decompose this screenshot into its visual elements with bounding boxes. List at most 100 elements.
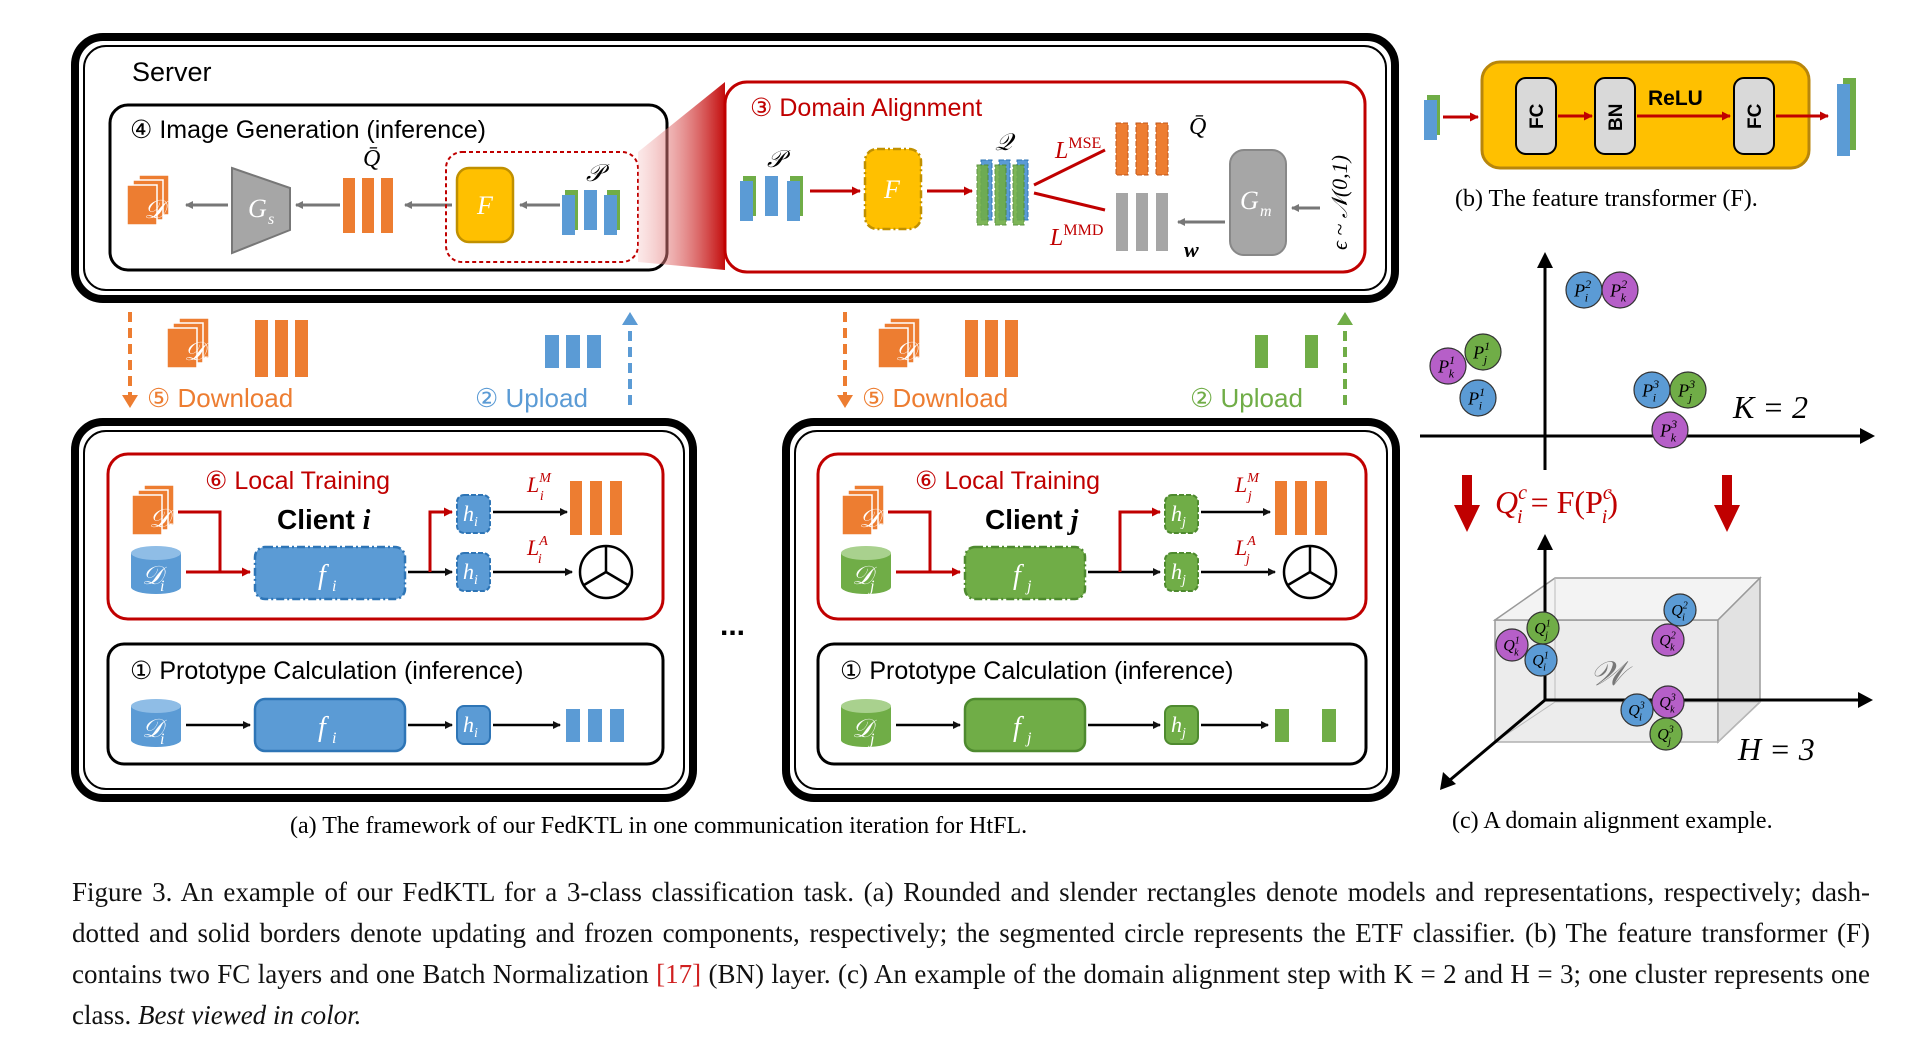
mse-line bbox=[1033, 148, 1106, 187]
upload-label-i: ② Upload bbox=[475, 383, 588, 413]
model-fj-updating: f j bbox=[963, 545, 1087, 601]
svg-text:Q2i: Q2i bbox=[1671, 600, 1688, 623]
loss-mse: LMSE bbox=[1054, 135, 1101, 164]
svg-text:j: j bbox=[1025, 578, 1032, 595]
bn-layer bbox=[1594, 77, 1636, 155]
svg-text:P3j: P3j bbox=[1677, 377, 1695, 405]
prototype-title-j: ① Prototype Calculation (inference) bbox=[840, 657, 1233, 685]
svg-text:F: F bbox=[883, 175, 901, 204]
svg-text:P1j: P1j bbox=[1472, 339, 1490, 367]
svg-text:𝒬: 𝒬 bbox=[995, 130, 1016, 156]
local-training-panel-i bbox=[106, 452, 665, 621]
svg-text:hj: hj bbox=[1171, 501, 1186, 530]
svg-text:G: G bbox=[248, 194, 267, 223]
client-label-i: Client i bbox=[277, 504, 371, 536]
svg-text:P2i: P2i bbox=[1573, 277, 1591, 305]
client-i-box bbox=[71, 418, 697, 802]
svg-text:m: m bbox=[1260, 203, 1272, 220]
client-j-box bbox=[782, 418, 1400, 802]
prototypes-p: 𝒫 bbox=[562, 161, 620, 235]
feature-transformer-frozen: F bbox=[455, 166, 515, 244]
h-proto-j: hj bbox=[1164, 705, 1199, 745]
svg-text:j: j bbox=[868, 578, 875, 595]
fc1-layer bbox=[1515, 77, 1557, 155]
prototypes-p-da: 𝒫 bbox=[740, 147, 803, 221]
upload-prototypes-i bbox=[545, 335, 601, 368]
svg-text:I: I bbox=[201, 354, 208, 371]
arrow bbox=[178, 510, 222, 572]
svg-text:Q̄: Q̄ bbox=[1189, 114, 1206, 140]
svg-text:f: f bbox=[318, 712, 329, 743]
svg-text:I: I bbox=[166, 521, 173, 538]
etf-classifier-i bbox=[578, 544, 634, 600]
upload-prototypes-j bbox=[1255, 335, 1318, 368]
download-qbar-j bbox=[965, 320, 1018, 377]
prototype-panel-j bbox=[816, 642, 1368, 766]
public-images-j: 𝒟 I bbox=[841, 484, 885, 538]
svg-text:hi: hi bbox=[463, 501, 478, 530]
fc2-layer bbox=[1733, 77, 1775, 155]
model-fi-updating: f i bbox=[253, 545, 407, 601]
server-title: Server bbox=[132, 57, 212, 87]
public-images-i: 𝒟 I bbox=[131, 484, 175, 538]
zoom-source bbox=[445, 151, 639, 263]
client-label-j: Client j bbox=[985, 504, 1079, 536]
qbar-representations: Q̄ bbox=[343, 146, 393, 233]
svg-text:I: I bbox=[912, 354, 919, 371]
svg-text:f: f bbox=[318, 560, 329, 591]
generated-images-stack: 𝒟 I bbox=[126, 174, 170, 229]
caption-b: (b) The feature transformer (F). bbox=[1455, 186, 1758, 212]
upload-label-j: ② Upload bbox=[1190, 383, 1303, 413]
download-qbar-i bbox=[255, 320, 308, 377]
feature-transformer-updating: F bbox=[863, 147, 923, 231]
model-fi-frozen: f i bbox=[253, 697, 407, 753]
citation-link[interactable]: [17] bbox=[656, 959, 702, 989]
model-fj-frozen: f j bbox=[963, 697, 1087, 753]
zoom-wedge bbox=[638, 82, 725, 270]
relu-label: ReLU bbox=[1648, 87, 1703, 110]
h-prime-j: hj bbox=[1164, 494, 1199, 534]
svg-text:Q3i: Q3i bbox=[1628, 700, 1645, 723]
generator-gm: G m bbox=[1229, 149, 1287, 256]
down-arrow-right bbox=[1714, 475, 1740, 532]
y-axis-3d bbox=[1449, 698, 1546, 782]
k-label: K = 2 bbox=[1732, 389, 1808, 425]
svg-text:s: s bbox=[268, 211, 274, 228]
svg-text:FC: FC bbox=[1745, 103, 1766, 129]
svg-text:Q1j: Q1j bbox=[1534, 618, 1551, 641]
local-training-title-j: ⑥ Local Training bbox=[915, 467, 1100, 495]
svg-text:i: i bbox=[160, 578, 164, 595]
h-i: hi bbox=[456, 552, 491, 592]
private-data-j: 𝒟 j bbox=[841, 546, 891, 595]
svg-text:P1k: P1k bbox=[1437, 353, 1455, 381]
ellipsis: ... bbox=[720, 609, 745, 642]
download-images-i: 𝒟 I bbox=[166, 317, 210, 371]
svg-text:Q̄: Q̄ bbox=[363, 146, 380, 172]
private-data-proto-j: 𝒟 j bbox=[841, 699, 891, 748]
caption-c: (c) A domain alignment example. bbox=[1452, 808, 1773, 834]
download-label-i: ⑤ Download bbox=[147, 383, 293, 413]
w-latents: w bbox=[1116, 193, 1199, 262]
svg-text:hi: hi bbox=[463, 559, 478, 588]
svg-text:f: f bbox=[1013, 560, 1024, 591]
prototypes-out-j bbox=[1275, 709, 1336, 742]
loss-mmd: LMMD bbox=[1049, 222, 1103, 251]
etf-classifier-j bbox=[1282, 544, 1338, 600]
download-label-j: ⑤ Download bbox=[862, 383, 1008, 413]
